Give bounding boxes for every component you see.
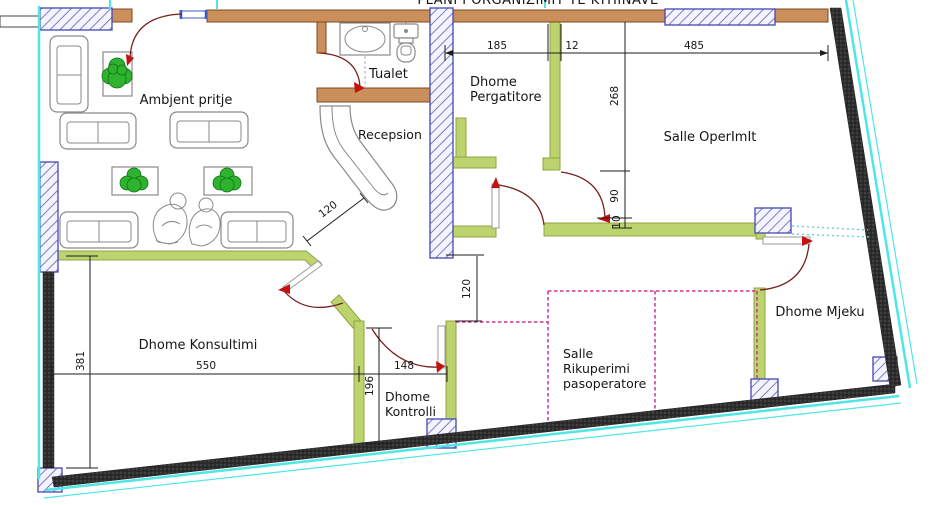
sofa: [59, 112, 137, 150]
dim-label: 485: [684, 40, 704, 52]
door-toilet: [318, 52, 365, 93]
door-doctor: [759, 236, 813, 291]
wall-prep-niche-v: [455, 117, 467, 163]
wall-east: [829, 7, 902, 388]
dim-label: 550: [196, 360, 216, 372]
dim-label: 90: [609, 189, 621, 202]
dimensions: 185 12 485 268 90 10 120 381: [51, 22, 829, 469]
waiting-area-furniture: [49, 35, 294, 249]
figure-sketch: [188, 197, 221, 247]
wall-top: [206, 9, 431, 23]
dim-chain-operating: 268 90 10: [597, 22, 632, 229]
wall-waiting-south: [55, 250, 322, 271]
room-label-waiting: Ambjent pritje: [140, 93, 233, 108]
dim-label: 185: [487, 40, 507, 52]
dim-control-depth: 196: [364, 327, 392, 445]
dim-label: 148: [394, 360, 414, 372]
plan-title: PLANI I ORGANIZIMIT TE KTHINAVE: [417, 0, 658, 8]
figure-sketch: [152, 192, 188, 245]
reception-desk: [319, 105, 398, 211]
sofa: [220, 211, 294, 249]
site-outline: [37, 0, 918, 499]
door-control: [371, 325, 446, 373]
wall-continuation: [0, 15, 41, 28]
room-label-operating: Salle OperImIt: [664, 130, 757, 145]
dim-label: 120: [461, 279, 473, 299]
dim-label: 268: [609, 86, 621, 106]
pier: [664, 8, 776, 26]
masonry-walls: [111, 8, 829, 103]
dim-reception-gap: 120: [302, 192, 369, 247]
columns: [37, 7, 898, 493]
room-label-consultation: Dhome Konsultimi: [139, 338, 258, 353]
dim-label: 196: [364, 376, 376, 396]
wall-west: [42, 271, 55, 469]
wall-control-west: [353, 320, 365, 446]
dim-corridor: 120: [446, 254, 484, 322]
perimeter-walls: [0, 7, 902, 488]
glazing-dotted-lines: [791, 225, 872, 238]
door-consultation: [278, 260, 344, 309]
wall-reception-north: [316, 87, 448, 103]
planter: [203, 166, 253, 196]
wall-toilet-west: [316, 21, 327, 54]
column: [754, 207, 792, 234]
room-label-recovery-1: Salle: [563, 346, 594, 361]
plant-icon: [212, 167, 242, 193]
partition-walls: [55, 21, 766, 446]
wall-top: [774, 8, 829, 23]
wall-top: [111, 8, 133, 23]
room-label-recovery-3: pasoperatore: [563, 376, 647, 391]
plant-icon: [119, 167, 149, 193]
dim-chain-top: 185 12 485: [444, 24, 829, 61]
entrance-door-frame: [179, 10, 208, 19]
room-label-control-2: Kontrolli: [385, 404, 436, 419]
sofa: [49, 35, 89, 113]
recovery-dashed-boundary: [456, 290, 758, 422]
wall-reception-east: [429, 7, 454, 259]
room-label-reception: Recepsion: [358, 127, 422, 142]
wall-doctor-west: [753, 287, 766, 382]
room-label-doctor: Dhome Mjeku: [775, 305, 864, 320]
dim-consultation-height: 381: [66, 255, 98, 469]
wall-prep-niche-h: [446, 156, 497, 169]
dim-label: 10: [611, 215, 623, 228]
sofa: [59, 211, 139, 249]
toilet-fixtures: [339, 12, 419, 87]
door-preparation: [491, 177, 545, 229]
door-operating: [560, 171, 610, 223]
room-label-control-1: Dhome: [385, 389, 430, 404]
sofa: [169, 111, 249, 149]
room-label-preparation-2: Pergatitore: [470, 90, 542, 105]
wall-top: [452, 9, 666, 23]
pier: [39, 7, 113, 31]
pier: [39, 161, 59, 273]
door-entrance: [126, 13, 183, 66]
wall-prep-east: [549, 21, 561, 163]
room-label-toilet: Tualet: [368, 67, 408, 82]
wall-consultation-corner: [330, 294, 362, 329]
doors: [126, 13, 813, 373]
wall-operating-south: [543, 222, 758, 237]
room-labels: PLANI I ORGANIZIMIT TE KTHINAVE Ambjent …: [139, 0, 865, 419]
dim-consultation-width: 550 148: [51, 360, 448, 382]
sink-icon: [339, 22, 391, 87]
dim-label: 381: [75, 351, 87, 371]
dim-label: 12: [565, 40, 578, 52]
planter: [101, 51, 133, 97]
wall-prep-east-foot: [542, 157, 561, 171]
plant-icon: [101, 57, 133, 89]
dim-label: 120: [317, 199, 340, 221]
room-label-preparation-1: Dhome: [470, 75, 517, 90]
planter: [111, 166, 159, 196]
room-label-recovery-2: Rikuperimi: [563, 361, 630, 376]
wall-south: [51, 383, 896, 488]
